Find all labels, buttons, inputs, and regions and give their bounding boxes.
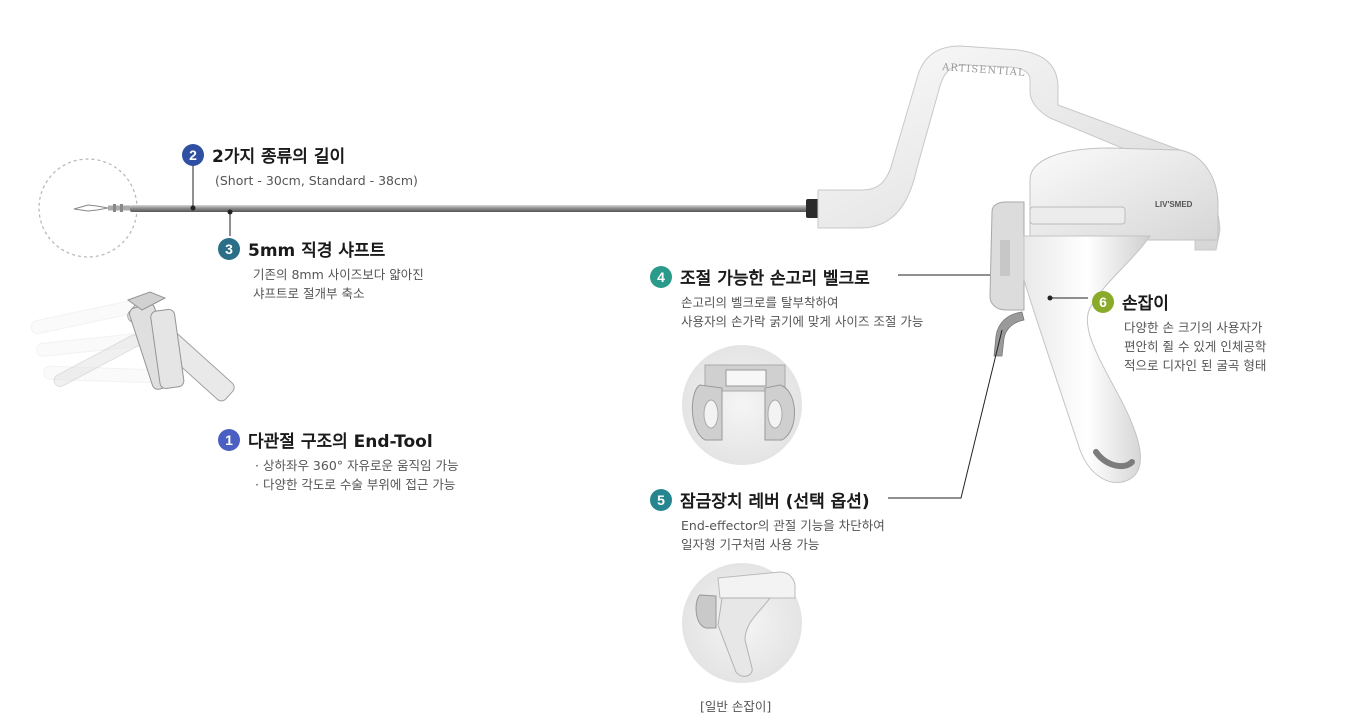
feature-3-desc-line: 기존의 8mm 사이즈보다 얇아진: [253, 267, 424, 282]
general-handle-caption: [일반 손잡이]: [700, 699, 772, 714]
feature-3: 3 5mm 직경 샤프트 기존의 8mm 사이즈보다 얇아진 샤프트로 절개부 …: [218, 236, 424, 303]
finger-loop-detail: [682, 345, 802, 465]
feature-4: 4 조절 가능한 손고리 벨크로 손고리의 벨크로를 탈부착하여 사용자의 손가…: [650, 264, 923, 331]
head-slot: [1029, 206, 1126, 225]
shaft-collar: [806, 199, 820, 218]
feature-2-number-badge: 2: [182, 143, 204, 166]
feature-3-title: 5mm 직경 샤프트: [248, 241, 386, 261]
feature-2: 2 2가지 종류의 길이 (Short - 30cm, Standard - 3…: [182, 142, 418, 190]
feature-2-desc-line: (Short - 30cm, Standard - 38cm): [215, 173, 418, 188]
feature-4-desc-line: 사용자의 손가락 굵기에 맞게 사이즈 조절 가능: [681, 314, 924, 329]
feature-5-number-badge: 5: [650, 488, 672, 511]
feature-5-desc-line: 일자형 기구처럼 사용 가능: [681, 537, 820, 552]
shaft: [130, 205, 810, 212]
general-handle-detail: [682, 563, 802, 683]
feature-4-number-badge: 4: [650, 265, 672, 288]
feature-1-title: 다관절 구조의 End-Tool: [248, 432, 433, 452]
feature-1-desc-line: · 상하좌우 360° 자유로운 움직임 가능: [255, 458, 459, 473]
feature-3-number-badge: 3: [218, 237, 240, 260]
feature-5-title: 잠금장치 레버 (선택 옵션): [680, 492, 870, 512]
feature-3-desc-line: 샤프트로 절개부 축소: [253, 286, 365, 301]
feature-5: 5 잠금장치 레버 (선택 옵션) End-effector의 관절 기능을 차…: [650, 487, 885, 554]
velcro-strap: [1000, 240, 1010, 276]
feature-5-desc-line: End-effector의 관절 기능을 차단하여: [681, 518, 885, 533]
grip-base-accent: [1093, 449, 1135, 470]
feature-1-desc-line: · 다양한 각도로 수술 부위에 접근 가능: [255, 477, 456, 492]
feature-6-desc-line: 다양한 손 크기의 사용자가: [1124, 320, 1263, 335]
feature-6-number-badge: 6: [1092, 290, 1114, 313]
leader-lines: [192, 164, 1088, 499]
brand-body-text: LIV'SMED: [1155, 200, 1193, 209]
feature-6-desc-line: 적으로 디자인 된 굴곡 형태: [1124, 358, 1267, 373]
feature-2-title: 2가지 종류의 길이: [212, 147, 346, 167]
feature-6-desc-line: 편안히 쥘 수 있게 인체공학: [1124, 339, 1267, 354]
end-tool-articulation-illustration: [30, 291, 235, 402]
instrument-head: [1029, 147, 1219, 241]
feature-1: 1 다관절 구조의 End-Tool · 상하좌우 360° 자유로운 움직임 …: [218, 427, 458, 494]
feature-4-desc-line: 손고리의 벨크로를 탈부착하여: [681, 295, 839, 310]
feature-4-title: 조절 가능한 손고리 벨크로: [680, 269, 870, 289]
feature-6-title: 손잡이: [1122, 294, 1169, 314]
end-tool-tip: [73, 204, 130, 212]
feature-6: 6 손잡이 다양한 손 크기의 사용자가 편안히 쥘 수 있게 인체공학 적으로…: [1092, 289, 1266, 375]
feature-1-number-badge: 1: [218, 428, 240, 451]
lock-lever: [993, 311, 1025, 357]
